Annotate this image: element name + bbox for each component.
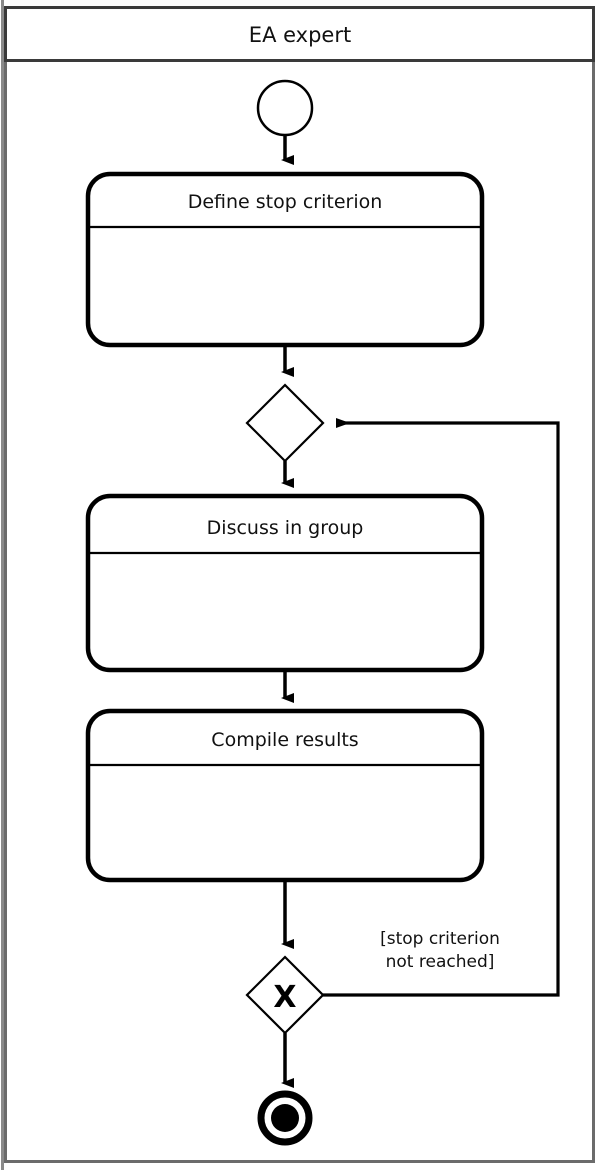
activity-node-discuss-in-group[interactable]: Discuss in group — [85, 493, 485, 673]
swimlane-header-band — [4, 6, 595, 62]
final-node-icon — [257, 1090, 313, 1146]
activity-node-define-stop-criterion[interactable]: Define stop criterion — [85, 171, 485, 348]
final-node-inner-disc — [271, 1104, 299, 1132]
activity-label: Compile results — [211, 729, 358, 751]
initial-node-icon — [256, 79, 314, 137]
guard-label-line2: not reached] — [386, 952, 495, 972]
activity-node-compile-results[interactable]: Compile results — [85, 708, 485, 883]
decision-marker-label: X — [273, 980, 296, 1015]
guard-label-line1: [stop criterion — [380, 929, 500, 949]
activity-label: Define stop criterion — [188, 191, 383, 213]
swimlane-title: EA expert — [249, 23, 351, 47]
edge-decision-to-merge-loop — [323, 418, 560, 997]
activity-label: Discuss in group — [207, 517, 364, 539]
